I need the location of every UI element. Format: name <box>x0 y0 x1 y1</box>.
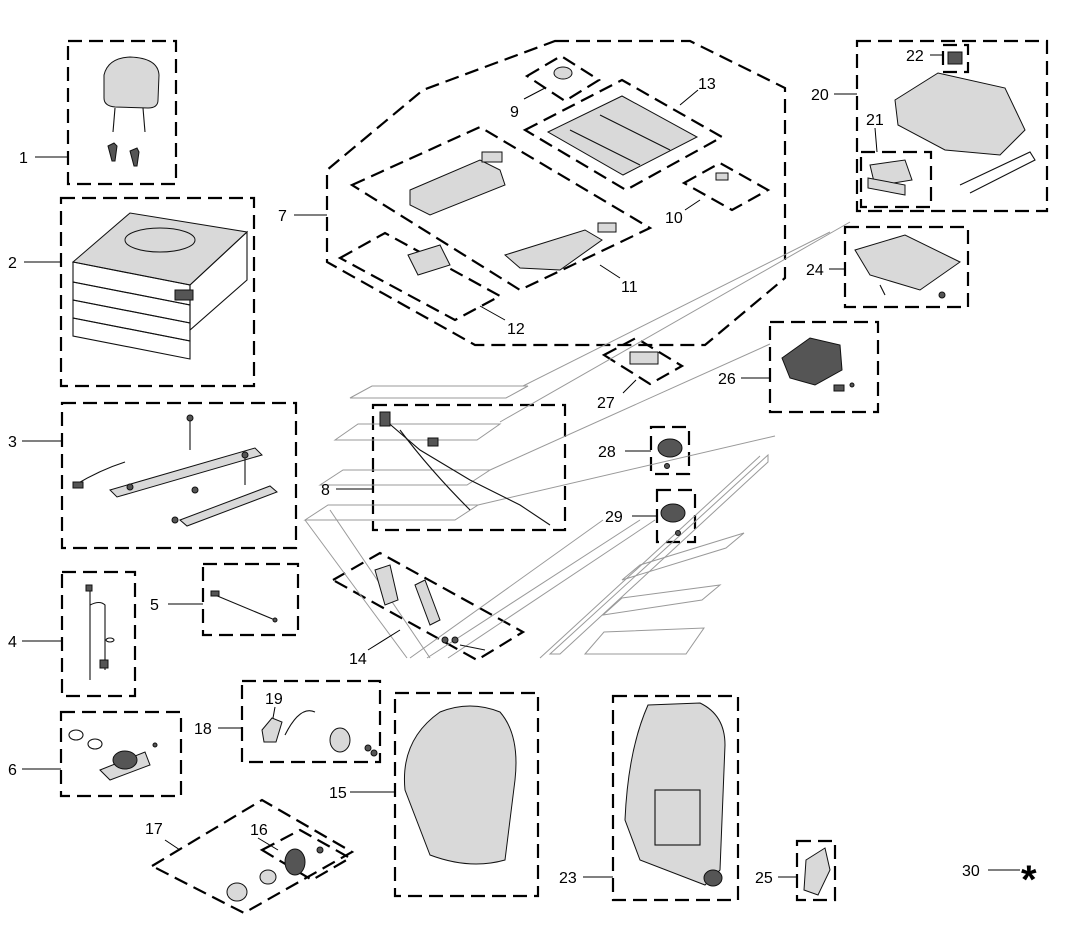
group-box-11 <box>349 125 653 292</box>
group-box-5 <box>201 562 300 637</box>
group-box-10 <box>681 161 771 212</box>
group-box-6 <box>59 710 183 798</box>
callout-17: 17 <box>145 821 163 838</box>
bracket-part-10 <box>715 172 729 181</box>
callout-9: 9 <box>510 104 519 121</box>
group-box-16 <box>259 828 353 882</box>
callout-29: 29 <box>605 509 623 526</box>
callouts: 1 2 3 4 5 6 7 8 9 10 11 12 13 14 15 16 1… <box>8 48 1037 902</box>
group-box-9 <box>524 54 602 103</box>
bracket-part-25 <box>803 847 831 896</box>
group-box-17 <box>149 798 355 915</box>
callout-7: 7 <box>278 208 287 225</box>
latch-part-27 <box>629 351 659 365</box>
group-box-15 <box>393 691 540 898</box>
motor-part-6 <box>68 729 158 781</box>
button-part-28 <box>657 438 683 469</box>
group-box-22 <box>941 43 970 74</box>
callout-13: 13 <box>698 76 716 93</box>
callout-6: 6 <box>8 762 17 779</box>
cable-part-5 <box>210 590 278 623</box>
group-box-26 <box>768 320 880 414</box>
group-box-8 <box>371 403 567 532</box>
backrest-frame-part <box>624 702 726 887</box>
callout-18: 18 <box>194 721 212 738</box>
group-box-13 <box>522 78 725 192</box>
callout-26: 26 <box>718 371 736 388</box>
callout-5: 5 <box>150 597 159 614</box>
callout-14: 14 <box>349 651 367 668</box>
bracket-part-21 <box>867 159 913 196</box>
group-box-25 <box>795 839 837 902</box>
seat-rails-part <box>72 414 278 527</box>
callout-25: 25 <box>755 870 773 887</box>
leader-lines <box>22 54 1020 878</box>
headrest-part <box>103 56 160 167</box>
callout-1: 1 <box>19 150 28 167</box>
button-part-29 <box>660 503 686 536</box>
callout-23: 23 <box>559 870 577 887</box>
group-box-2 <box>59 196 256 388</box>
seat-pan-part-20 <box>894 51 1036 194</box>
callout-11: 11 <box>621 279 638 296</box>
callout-21: 21 <box>866 112 884 129</box>
group-box-21 <box>859 150 933 209</box>
group-box-12 <box>337 231 503 322</box>
callout-12: 12 <box>507 321 525 338</box>
plate-part-13 <box>546 95 699 176</box>
callout-27: 27 <box>597 395 615 412</box>
pump-part-26 <box>781 337 855 392</box>
group-box-18 <box>240 679 382 764</box>
group-box-20 <box>855 39 1049 213</box>
asterisk-icon: * <box>1021 858 1037 902</box>
group-box-1 <box>66 39 178 186</box>
seat-base-part <box>71 212 249 360</box>
callout-19: 19 <box>265 691 283 708</box>
group-box-14 <box>330 551 526 662</box>
group-box-4 <box>60 570 137 698</box>
harness-part-4 <box>85 584 115 680</box>
bracket-part-24 <box>854 234 961 299</box>
group-box-23 <box>611 694 740 902</box>
seat-frame-parts <box>407 151 617 276</box>
group-box-3 <box>60 401 298 550</box>
group-box-7 <box>325 39 787 347</box>
callout-8: 8 <box>321 482 330 499</box>
callout-22: 22 <box>906 48 924 65</box>
backrest-cushion-part <box>403 705 517 865</box>
lever-part-19 <box>261 710 378 757</box>
ghost-planes-left <box>303 221 851 659</box>
harness-part-8 <box>379 411 551 526</box>
callout-10: 10 <box>665 210 683 227</box>
ghost-planes-right <box>409 453 769 659</box>
callout-20: 20 <box>811 87 829 104</box>
callout-15: 15 <box>329 785 347 802</box>
callout-28: 28 <box>598 444 616 461</box>
group-box-24 <box>843 225 970 309</box>
knob-assembly-part <box>226 846 324 902</box>
callout-16: 16 <box>250 822 268 839</box>
callout-24: 24 <box>806 262 824 279</box>
seatbelt-part-14 <box>374 564 486 651</box>
group-box-27 <box>601 336 685 386</box>
callout-3: 3 <box>8 434 17 451</box>
knob-part-9 <box>553 66 573 80</box>
callout-4: 4 <box>8 634 17 651</box>
callout-30: 30 <box>962 863 980 880</box>
callout-2: 2 <box>8 255 17 272</box>
